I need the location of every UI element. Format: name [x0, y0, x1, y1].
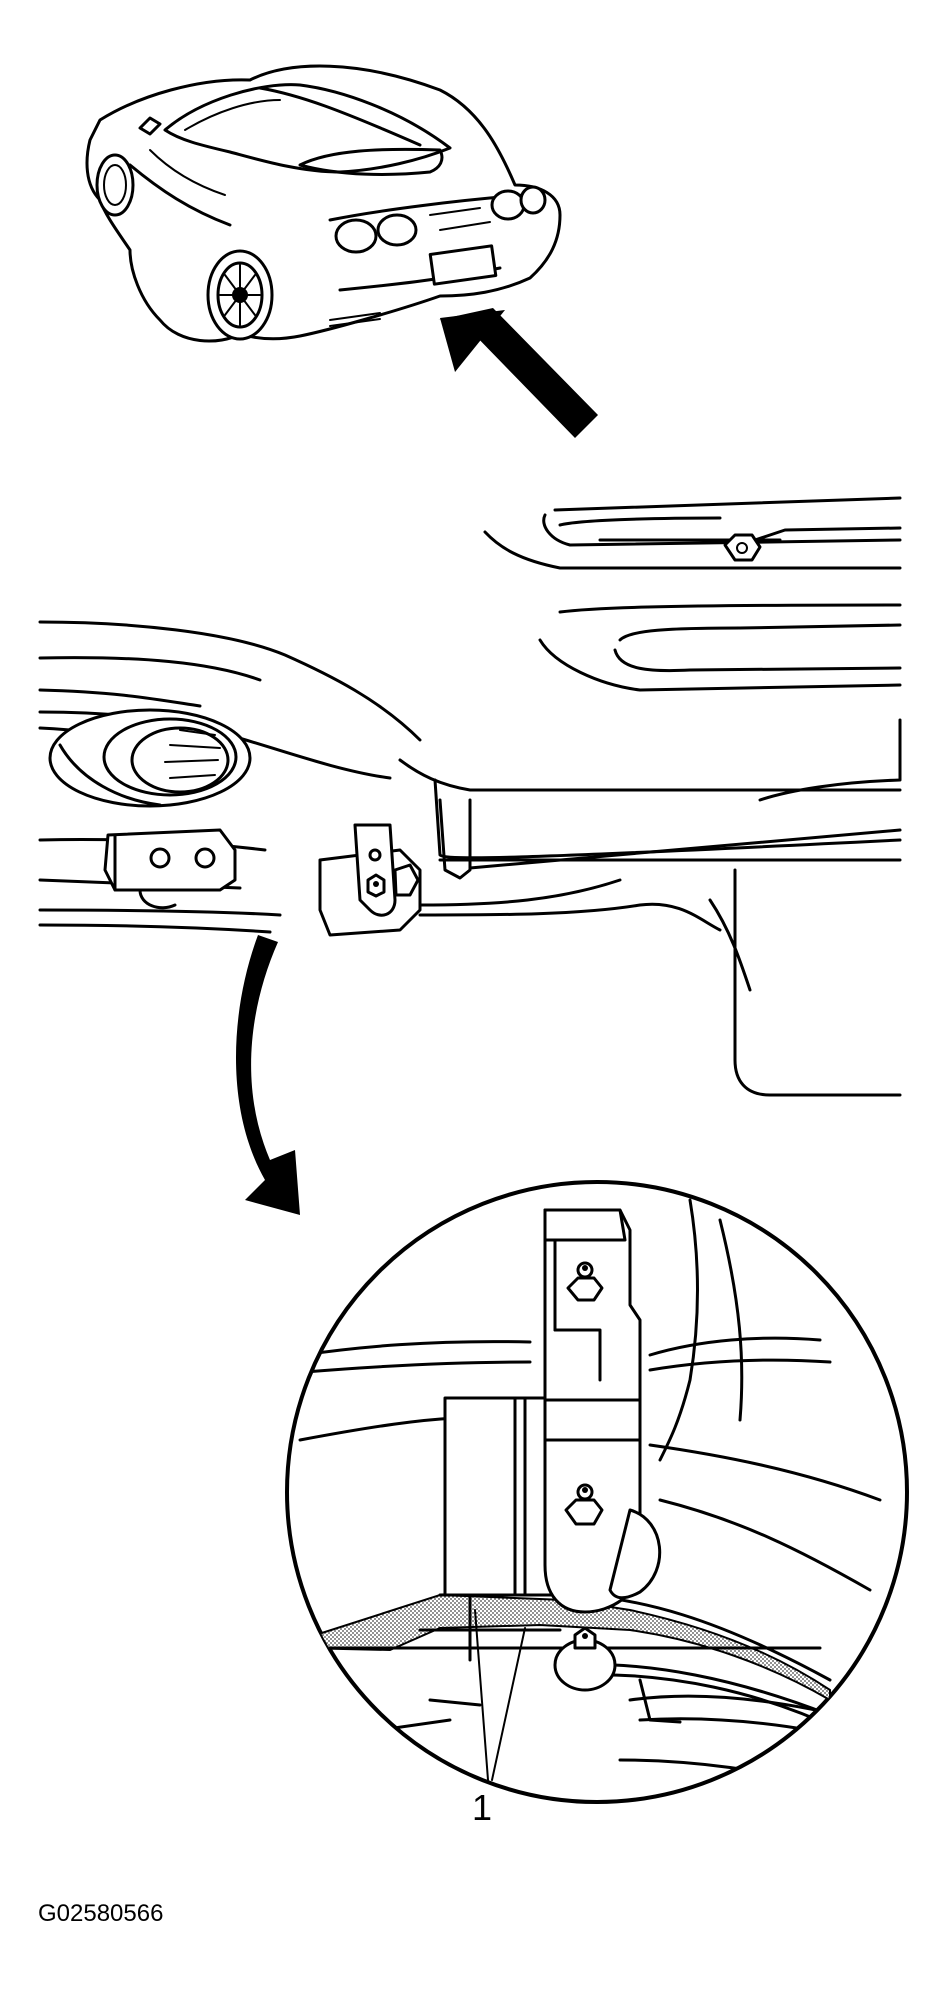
bolt-middle-icon	[564, 1483, 604, 1526]
curved-arrow-down-icon	[235, 935, 300, 1215]
bolt-lower-icon	[553, 1626, 617, 1692]
figure-id: G02580566	[38, 1900, 163, 1927]
bolt-upper-icon	[566, 1261, 604, 1302]
rear-underbody-view	[38, 496, 902, 1097]
callout-label: 1	[472, 1787, 492, 1828]
detail-inset-view: 1	[285, 1180, 909, 1828]
arrow-up-left-icon	[438, 308, 598, 438]
vehicle-overview-illustration	[85, 64, 562, 343]
